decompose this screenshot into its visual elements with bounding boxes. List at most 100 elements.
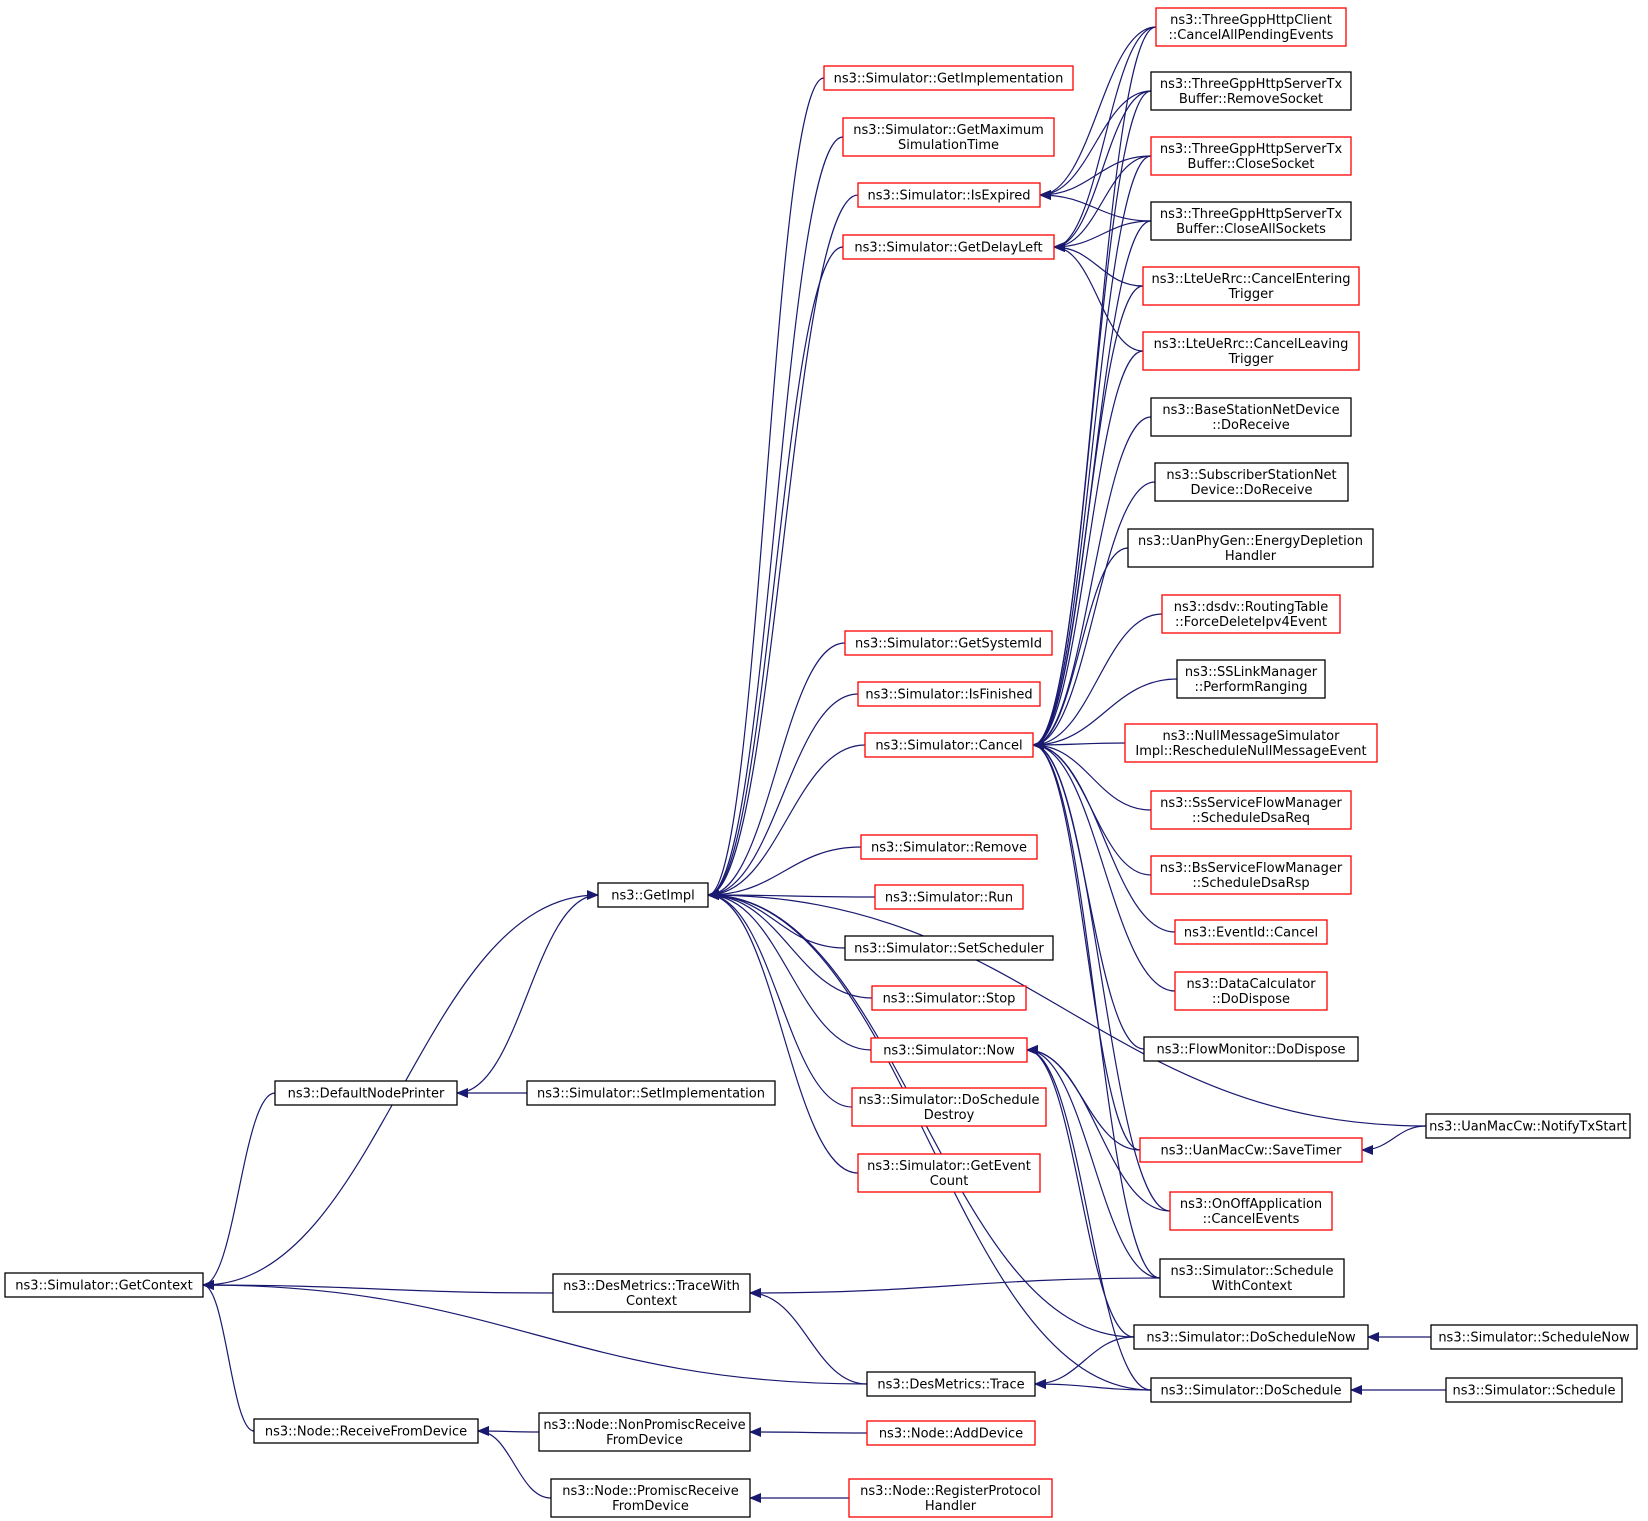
- node-label-getcontext-0: ns3::Simulator::GetContext: [15, 1279, 192, 1294]
- edge-sim_doschedule-to-getimpl: [707, 890, 1152, 1391]
- node-label-http_server_close-1: Buffer::CloseSocket: [1188, 157, 1315, 172]
- node-onoff_cancel[interactable]: ns3::OnOffApplication::CancelEvents: [1169, 1191, 1333, 1231]
- node-label-bs_doreceive-0: ns3::BaseStationNetDevice: [1162, 403, 1339, 418]
- node-label-http_server_close-0: ns3::ThreeGppHttpServerTx: [1160, 142, 1343, 157]
- node-eventid_cancel[interactable]: ns3::EventId::Cancel: [1174, 919, 1328, 945]
- node-ss_doreceive[interactable]: ns3::SubscriberStationNetDevice::DoRecei…: [1154, 462, 1349, 502]
- node-label-sim_doschedulenow-0: ns3::Simulator::DoScheduleNow: [1146, 1331, 1356, 1346]
- node-ss_dsareq[interactable]: ns3::SsServiceFlowManager::ScheduleDsaRe…: [1150, 790, 1352, 830]
- node-label-bs_dsarsp-1: ::ScheduleDsaRsp: [1192, 876, 1309, 891]
- node-sim_remove[interactable]: ns3::Simulator::Remove: [860, 834, 1038, 860]
- edge-node_promisc-to-node_receivefromdevice: [477, 1426, 552, 1499]
- node-label-http_server_remove-0: ns3::ThreeGppHttpServerTx: [1160, 77, 1343, 92]
- node-sim_isexpired[interactable]: ns3::Simulator::IsExpired: [857, 182, 1041, 208]
- node-label-ss_dsareq-1: ::ScheduleDsaReq: [1192, 811, 1310, 826]
- edge-sim_getmaximum-to-getimpl: [707, 136, 844, 900]
- edge-http_server_closeall-to-sim_isexpired: [1039, 190, 1152, 222]
- node-getcontext[interactable]: ns3::Simulator::GetContext: [4, 1272, 204, 1298]
- node-box-desmetrics_tracewithcontext: [552, 1273, 751, 1313]
- nodes-layer: ns3::Simulator::GetContextns3::GetImplns…: [4, 7, 1638, 1518]
- node-label-bs_doreceive-1: ::DoReceive: [1212, 418, 1290, 433]
- node-sim_schedulenow[interactable]: ns3::Simulator::ScheduleNow: [1430, 1324, 1638, 1350]
- node-ss_ranging[interactable]: ns3::SSLinkManager::PerformRanging: [1176, 659, 1326, 699]
- node-box-ss_ranging: [1176, 659, 1326, 699]
- node-desmetrics_trace[interactable]: ns3::DesMetrics::Trace: [866, 1371, 1036, 1397]
- node-sim_doschedule[interactable]: ns3::Simulator::DoSchedule: [1150, 1377, 1352, 1403]
- node-sim_getsystemid[interactable]: ns3::Simulator::GetSystemId: [844, 630, 1053, 656]
- node-uan_savetimer[interactable]: ns3::UanMacCw::SaveTimer: [1139, 1137, 1363, 1163]
- node-label-sim_isexpired-0: ns3::Simulator::IsExpired: [867, 189, 1030, 204]
- node-flowmon[interactable]: ns3::FlowMonitor::DoDispose: [1143, 1036, 1359, 1062]
- node-sim_setscheduler[interactable]: ns3::Simulator::SetScheduler: [844, 935, 1054, 961]
- node-label-sim_remove-0: ns3::Simulator::Remove: [871, 841, 1027, 856]
- edge-sim_schedulewithcontext-to-sim_cancel: [1032, 740, 1161, 1279]
- node-defaultnodeprinter[interactable]: ns3::DefaultNodePrinter: [274, 1080, 458, 1106]
- node-label-desmetrics_trace-0: ns3::DesMetrics::Trace: [877, 1378, 1024, 1393]
- node-sim_cancel[interactable]: ns3::Simulator::Cancel: [864, 732, 1034, 758]
- edge-sim_doschedule-to-desmetrics_trace: [1034, 1379, 1152, 1391]
- node-http_server_remove[interactable]: ns3::ThreeGppHttpServerTxBuffer::RemoveS…: [1150, 71, 1352, 111]
- node-label-uan_notifytx-0: ns3::UanMacCw::NotifyTxStart: [1429, 1120, 1627, 1135]
- node-label-sim_schedulewithcontext-0: ns3::Simulator::Schedule: [1170, 1264, 1333, 1279]
- node-box-sim_remove: [860, 834, 1038, 860]
- node-node_adddevice[interactable]: ns3::Node::AddDevice: [866, 1420, 1036, 1446]
- node-sim_schedule[interactable]: ns3::Simulator::Schedule: [1445, 1377, 1623, 1403]
- node-bs_dsarsp[interactable]: ns3::BsServiceFlowManager::ScheduleDsaRs…: [1150, 855, 1352, 895]
- node-box-onoff_cancel: [1169, 1191, 1333, 1231]
- node-box-lte_cancelleaving: [1142, 331, 1360, 371]
- node-box-sim_doscheduledestroy: [851, 1087, 1047, 1127]
- node-node_receivefromdevice[interactable]: ns3::Node::ReceiveFromDevice: [253, 1418, 479, 1444]
- node-dsdv_force[interactable]: ns3::dsdv::RoutingTable::ForceDeleteIpv4…: [1161, 594, 1341, 634]
- node-sim_doschedulenow[interactable]: ns3::Simulator::DoScheduleNow: [1133, 1324, 1369, 1350]
- node-sim_isfinished[interactable]: ns3::Simulator::IsFinished: [857, 681, 1041, 707]
- edge-sim_doscheduledestroy-to-getimpl: [707, 890, 853, 1108]
- node-label-dsdv_force-1: ::ForceDeleteIpv4Event: [1175, 615, 1327, 630]
- edge-uan_energy-to-sim_cancel: [1032, 547, 1129, 750]
- node-box-sim_doschedulenow: [1133, 1324, 1369, 1350]
- node-sim_now[interactable]: ns3::Simulator::Now: [870, 1037, 1028, 1063]
- edge-defaultnodeprinter-to-getimpl: [456, 890, 599, 1094]
- edge-sim_now-to-getimpl: [707, 890, 872, 1051]
- node-bs_doreceive[interactable]: ns3::BaseStationNetDevice::DoReceive: [1150, 397, 1352, 437]
- node-box-sim_getmaximum: [842, 117, 1055, 157]
- node-label-getimpl-0: ns3::GetImpl: [611, 889, 695, 904]
- node-http_server_close[interactable]: ns3::ThreeGppHttpServerTxBuffer::CloseSo…: [1150, 136, 1352, 176]
- node-box-uan_savetimer: [1139, 1137, 1363, 1163]
- node-nullmsg[interactable]: ns3::NullMessageSimulatorImpl::Reschedul…: [1124, 723, 1378, 763]
- node-datacalc[interactable]: ns3::DataCalculator::DoDispose: [1174, 971, 1328, 1011]
- edge-node_adddevice-to-node_nonpromisc: [749, 1427, 868, 1438]
- node-label-sim_schedule-0: ns3::Simulator::Schedule: [1452, 1384, 1615, 1399]
- node-sim_run[interactable]: ns3::Simulator::Run: [874, 884, 1024, 910]
- edge-bs_doreceive-to-sim_cancel: [1032, 416, 1152, 750]
- node-label-ss_doreceive-0: ns3::SubscriberStationNet: [1166, 468, 1336, 483]
- node-label-dsdv_force-0: ns3::dsdv::RoutingTable: [1174, 600, 1329, 615]
- node-uan_notifytx[interactable]: ns3::UanMacCw::NotifyTxStart: [1425, 1113, 1631, 1139]
- node-label-lte_cancelleaving-0: ns3::LteUeRrc::CancelLeaving: [1154, 337, 1349, 352]
- node-label-sim_run-0: ns3::Simulator::Run: [885, 891, 1013, 906]
- node-box-sim_stop: [871, 985, 1027, 1011]
- node-getimpl[interactable]: ns3::GetImpl: [597, 882, 709, 908]
- node-label-sim_getmaximum-1: SimulationTime: [898, 138, 999, 153]
- node-sim_getimplementation[interactable]: ns3::Simulator::GetImplementation: [823, 65, 1074, 91]
- edge-sim_stop-to-getimpl: [707, 890, 873, 999]
- node-http_server_closeall[interactable]: ns3::ThreeGppHttpServerTxBuffer::CloseAl…: [1150, 201, 1352, 241]
- node-sim_stop[interactable]: ns3::Simulator::Stop: [871, 985, 1027, 1011]
- node-label-sim_stop-0: ns3::Simulator::Stop: [883, 992, 1016, 1007]
- node-setimplementation[interactable]: ns3::Simulator::SetImplementation: [526, 1080, 776, 1106]
- node-http_client_cancel[interactable]: ns3::ThreeGppHttpClient::CancelAllPendin…: [1155, 7, 1347, 47]
- edge-dsdv_force-to-sim_cancel: [1032, 613, 1163, 750]
- node-sim_getdelayleft[interactable]: ns3::Simulator::GetDelayLeft: [842, 234, 1055, 260]
- edge-sim_isexpired-to-getimpl: [707, 194, 859, 900]
- edge-uan_savetimer-to-sim_cancel: [1032, 740, 1141, 1151]
